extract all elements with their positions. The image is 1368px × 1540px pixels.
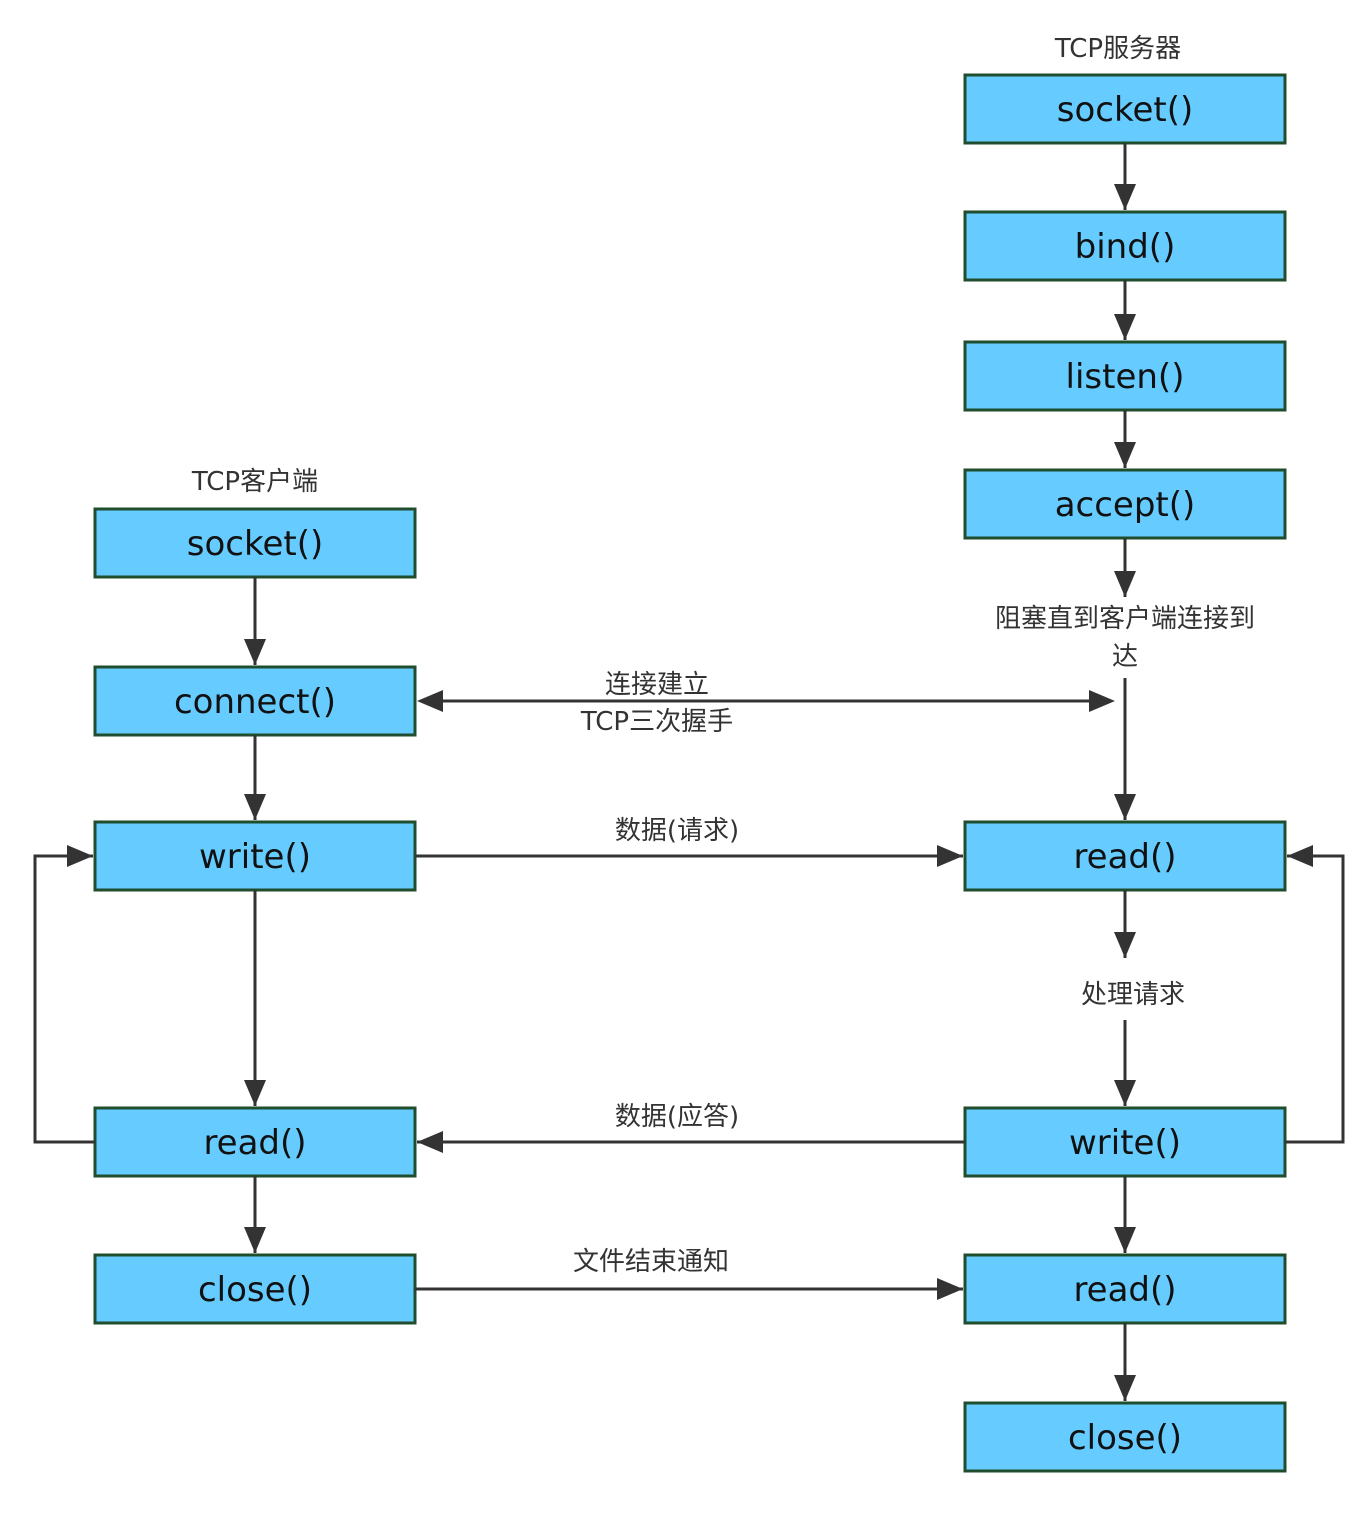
client-socket-node: socket(): [93, 507, 417, 579]
server-title: TCP服务器: [1054, 34, 1181, 64]
connection-label-line1: 连接建立: [605, 670, 709, 700]
server-read-label: read(): [1073, 837, 1176, 877]
client-connect-node: connect(): [93, 665, 417, 737]
server-bind-node: bind(): [963, 210, 1287, 282]
arrow-client-loop-read-to-write: [33, 845, 95, 1144]
client-close-node: close(): [93, 1253, 417, 1325]
arrow-connection-head-client: [417, 690, 443, 712]
client-connect-label: connect(): [174, 682, 336, 722]
client-read-label: read(): [203, 1123, 306, 1163]
client-write-node: write(): [93, 820, 417, 892]
request-label: 数据(请求): [615, 816, 739, 846]
client-close-label: close(): [198, 1270, 312, 1310]
server-read-eof-label: read(): [1073, 1270, 1176, 1310]
server-listen-node: listen(): [963, 340, 1287, 412]
server-read-node: read(): [963, 820, 1287, 892]
server-socket-node: socket(): [963, 73, 1287, 145]
server-blocking-note-line1: 阻塞直到客户端连接到: [995, 604, 1255, 634]
client-write-label: write(): [199, 837, 311, 877]
server-blocking-note-line2: 达: [1112, 642, 1138, 672]
connection-label-line2: TCP三次握手: [580, 707, 733, 737]
server-close-label: close(): [1068, 1418, 1182, 1458]
client-title: TCP客户端: [191, 467, 318, 497]
server-accept-node: accept(): [963, 468, 1287, 540]
response-label: 数据(应答): [615, 1102, 739, 1132]
client-read-node: read(): [93, 1106, 417, 1178]
server-socket-label: socket(): [1057, 90, 1193, 130]
server-bind-label: bind(): [1075, 227, 1176, 267]
client-socket-label: socket(): [187, 524, 323, 564]
server-write-label: write(): [1069, 1123, 1181, 1163]
server-process-note: 处理请求: [1081, 980, 1185, 1010]
arrow-connection-head-server: [1089, 690, 1115, 712]
server-listen-label: listen(): [1066, 357, 1185, 397]
eof-label: 文件结束通知: [573, 1247, 729, 1277]
server-write-node: write(): [963, 1106, 1287, 1178]
server-accept-label: accept(): [1055, 485, 1196, 525]
server-read-eof-node: read(): [963, 1253, 1287, 1325]
server-close-node: close(): [963, 1401, 1287, 1473]
arrow-server-loop-write-to-read: [1285, 845, 1345, 1144]
